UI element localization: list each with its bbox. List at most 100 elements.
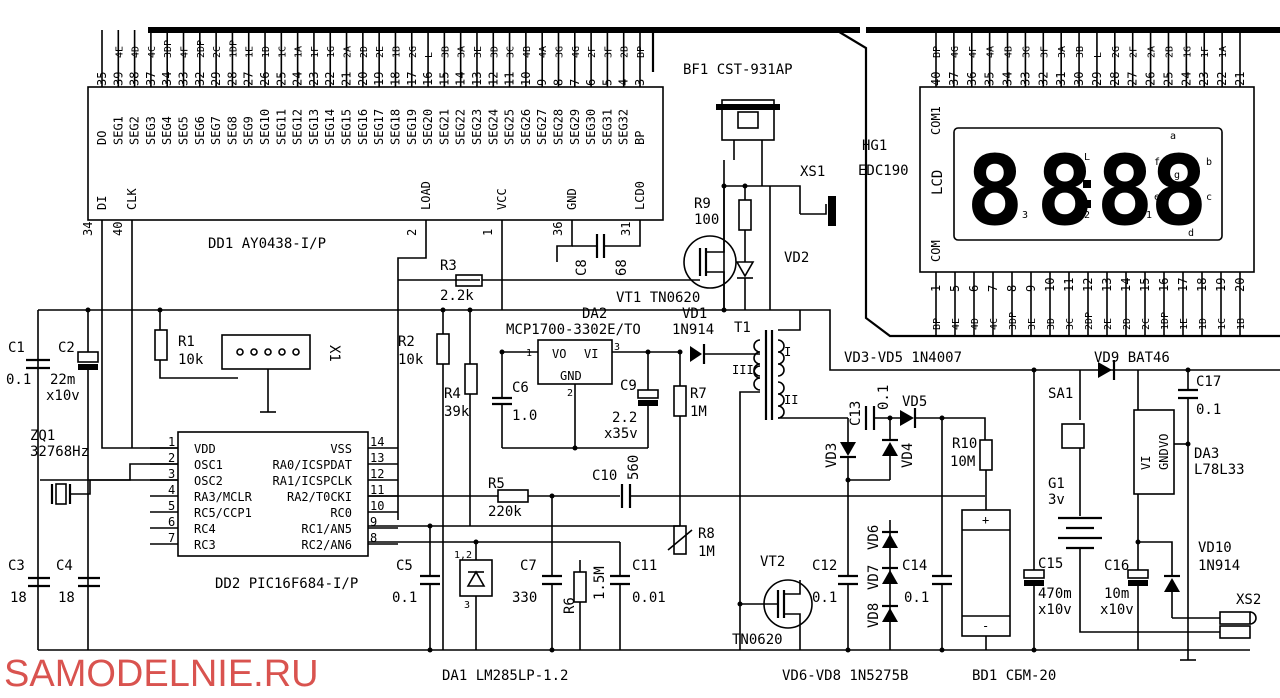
da3-vi: VI (1139, 456, 1153, 470)
bd1-minus: - (982, 619, 989, 633)
r5-value: 220k (488, 504, 522, 520)
dd1-net-label: 3B (440, 46, 451, 58)
r7-label: R7 (690, 386, 707, 402)
hg1-bottom-net: 4C (989, 318, 1000, 330)
dd2-right-label: RA2/T0CKI (287, 490, 352, 504)
dd1-net-label: 1G (326, 46, 337, 58)
dd1-pin-number: 39 (111, 72, 125, 86)
da2-gnd: GND (560, 369, 582, 383)
c5-value: 0.1 (392, 590, 417, 606)
hg1-top-net: L (1093, 52, 1104, 58)
dd1-seg-label: BP (633, 131, 647, 145)
dd1-net-label: 1DP (228, 40, 239, 58)
c13-label: C13 (848, 401, 864, 426)
hg1-part: EDC190 (858, 163, 909, 179)
da2-vi: VI (584, 347, 598, 361)
dd1-net-label: 2DP (196, 40, 207, 58)
c8-label: C8 (574, 259, 590, 276)
dd2-left-pin-number: 5 (168, 499, 175, 513)
dd1-pin-number: 22 (323, 72, 337, 86)
c9-label: C9 (620, 378, 637, 394)
vd3-vd5-label: VD3-VD5 1N4007 (844, 350, 962, 366)
hg1-top-pin-number: 24 (1179, 72, 1193, 86)
dd1-net-label: 1A (294, 46, 305, 58)
hg1-bottom-pin-number: 12 (1081, 278, 1095, 292)
dd2-right-pin-number: 10 (370, 499, 384, 513)
hg1-top-pin-number: 36 (965, 72, 979, 86)
hg1-bottom-pin-number: 11 (1062, 278, 1076, 292)
dd1-pin-number: 34 (160, 72, 174, 86)
dd2-right-label: RA0/ICSPDAT (273, 458, 352, 472)
dd1-pin-number: 5 (600, 79, 614, 86)
lcd-seg-b: b (1206, 157, 1212, 168)
dd1-seg-label: SEG9 (242, 116, 256, 145)
dd1-net-label: 1D (261, 46, 272, 58)
r9-label: R9 (694, 196, 711, 212)
dd1-seg-label: DO (95, 131, 109, 145)
bd1-plus: + (982, 513, 989, 527)
c2-value: 22m (50, 372, 75, 388)
dd1-net-label: 4G (571, 46, 582, 58)
hg1-bottom-pin-number: 13 (1100, 278, 1114, 292)
dd1-seg-label: SEG20 (421, 109, 435, 145)
dd1-pin-number: 37 (144, 72, 158, 86)
da2-vo: VO (552, 347, 566, 361)
dd1-pins: 35DO394ESEG1384DSEG2374CSEG3343DPSEG4334… (81, 30, 647, 236)
dd1-pin-number: 19 (372, 72, 386, 86)
hg1-bottom-net: 4E (951, 318, 962, 330)
t1-label: T1 (734, 320, 751, 336)
hg1-bottom-net: 2C (1141, 318, 1152, 330)
hg1-bottom-pin-number: 6 (967, 285, 981, 292)
hg1-bottom-pin-number: 1 (929, 285, 943, 292)
hg1-top-net: 1A (1218, 46, 1229, 58)
dd1-bottom-label: LOAD (419, 181, 433, 210)
hg1-top-net: 3F (1039, 46, 1050, 58)
lcd-seg-e: e (1154, 192, 1160, 203)
da1-label: DA1 LM285LP-1.2 (442, 668, 568, 684)
g1-label: G1 (1048, 476, 1065, 492)
c3-value: 18 (10, 590, 27, 606)
hg1-top-net: 2F (1129, 46, 1140, 58)
dd1-seg-label: SEG22 (454, 109, 468, 145)
r1-x1 (154, 310, 311, 413)
r6-label: R6 (562, 597, 578, 614)
hg1-top-pin-number: 37 (947, 72, 961, 86)
hg1-top-net: BP (932, 46, 943, 58)
r3-value: 2.2k (440, 288, 474, 304)
dd1-net-label: 2G (408, 46, 419, 58)
da1-pin3: 3 (464, 600, 470, 611)
hg1-top-pin-number: 31 (1054, 72, 1068, 86)
c15-label: C15 (1038, 556, 1063, 572)
hg1-top-net: 3G (1021, 46, 1032, 58)
c15-value: 470m (1038, 586, 1072, 602)
hg1-bottom-pin-number: 5 (948, 285, 962, 292)
c12-label: C12 (812, 558, 837, 574)
hg1-bottom-pin-number: 8 (1005, 285, 1019, 292)
hg1-name: HG1 (862, 138, 887, 154)
r5-label: R5 (488, 476, 505, 492)
hg1-top-pin-number: 26 (1144, 72, 1158, 86)
dd1-net-label: 4E (114, 46, 125, 58)
r8-label: R8 (698, 526, 715, 542)
hg1-bottom-pin-number: 19 (1214, 278, 1228, 292)
vt1-label: VT1 TN0620 (616, 290, 700, 306)
dd1-net-label: 4D (131, 46, 142, 58)
dd2-left-pin-number: 4 (168, 483, 175, 497)
dd1-net-label: 4A (538, 46, 549, 58)
vd8-label: VD8 (866, 603, 882, 628)
c2-voltage: x10v (46, 388, 80, 404)
c1-value: 0.1 (6, 372, 31, 388)
dd1-seg-label: SEG8 (225, 116, 239, 145)
dd1-net-label: 2C (212, 46, 223, 58)
dd2-right-label: RC0 (330, 506, 352, 520)
vd6-label: VD6 (866, 525, 882, 550)
vt2 (740, 579, 813, 650)
hg1-top-pin-number: 27 (1126, 72, 1140, 86)
hg1-com: COM (929, 240, 943, 262)
hg1-bottom-net: 1D (1198, 318, 1209, 330)
dd1-net-label: 3E (473, 46, 484, 58)
c7-label: C7 (520, 558, 537, 574)
dd1-bottom-label: LCD0 (633, 181, 647, 210)
dd1-pin-number: 21 (340, 72, 354, 86)
xs1-label: XS1 (800, 164, 825, 180)
